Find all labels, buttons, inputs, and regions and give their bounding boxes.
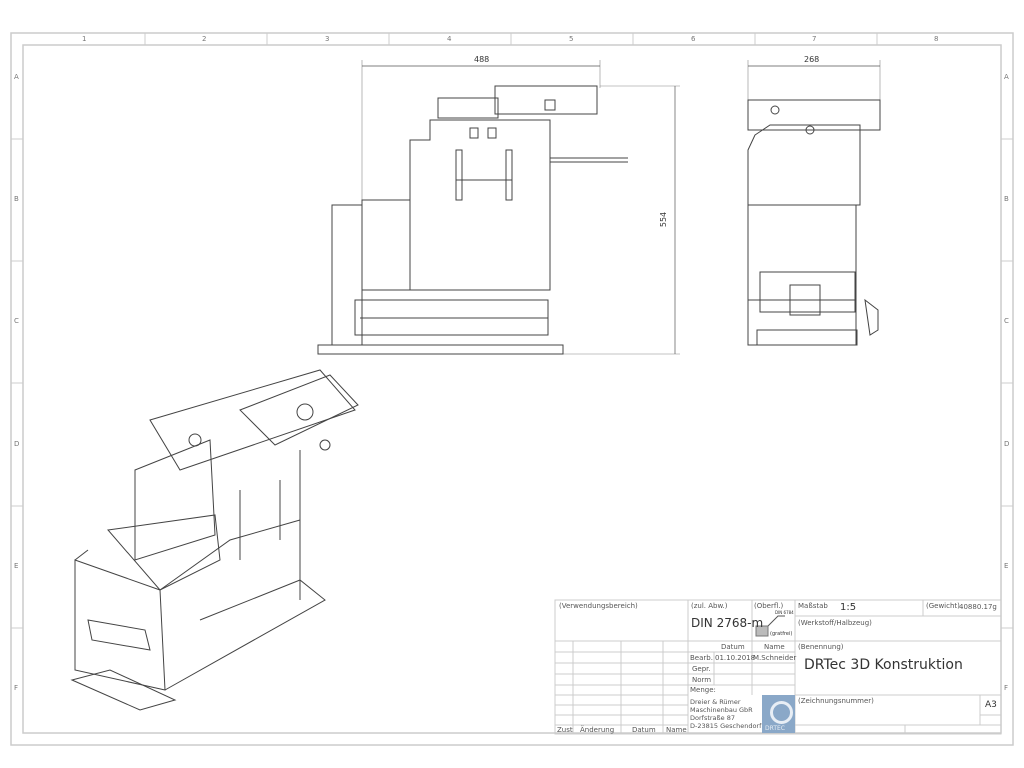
company-address: Dreier & Rümer Maschinenbau GbR Dorfstra…: [690, 698, 761, 730]
column-marker: 3: [325, 35, 330, 43]
company-line: Dreier & Rümer: [690, 698, 741, 706]
date-header: Datum: [721, 643, 745, 651]
tolerance-label: (zul. Abw.): [691, 602, 728, 610]
material-label: (Werkstoff/Halbzeug): [798, 619, 872, 627]
name-header: Name: [764, 643, 785, 651]
benennung-label: (Benennung): [798, 643, 844, 651]
column-marker: 8: [934, 35, 939, 43]
surface-note: (gratfrei): [770, 631, 793, 637]
row-marker: A: [1004, 73, 1009, 81]
company-line: Dorfstraße 87: [690, 714, 735, 722]
column-marker: 6: [691, 35, 696, 43]
weight-label: (Gewicht): [926, 602, 960, 610]
row-marker: D: [14, 440, 20, 448]
row-marker: E: [1004, 562, 1009, 570]
row-marker: B: [14, 195, 19, 203]
column-marker: 5: [569, 35, 574, 43]
gepr-label: Gepr.: [692, 665, 711, 673]
column-marker: 2: [202, 35, 207, 43]
company-line: D-23815 Geschendorf: [690, 722, 762, 730]
dimension-side-width: 268: [804, 55, 820, 64]
row-marker: A: [14, 73, 19, 81]
dimension-front-width: 488: [474, 55, 490, 64]
surface-standard: DIN 6784: [775, 610, 794, 615]
company-logo: DRTEC: [762, 695, 795, 733]
row-marker: E: [14, 562, 19, 570]
column-marker: 1: [82, 35, 87, 43]
paper-format: A3: [985, 700, 997, 710]
weight-value: 40880.17g: [959, 603, 997, 611]
drawing-title: DRTec 3D Konstruktion: [804, 657, 963, 673]
zust-label: Zust: [557, 726, 573, 734]
tolerance-value: DIN 2768-m: [691, 616, 764, 630]
bearb-name: M.Schneider: [753, 654, 797, 662]
surface-label: (Oberfl.): [754, 602, 784, 610]
datum-label: Datum: [632, 726, 656, 734]
scale-value: 1:5: [840, 602, 857, 613]
menge-label: Menge:: [690, 686, 716, 694]
dimension-height: 554: [659, 211, 669, 228]
drawing-number-label: (Zeichnungsnummer): [798, 697, 874, 705]
row-marker: F: [1004, 684, 1009, 692]
column-marker: 4: [447, 35, 452, 43]
row-marker: F: [14, 684, 19, 692]
row-marker: B: [1004, 195, 1009, 203]
verwendungsbereich-label: (Verwendungsbereich): [559, 602, 638, 610]
row-marker: D: [1004, 440, 1010, 448]
norm-label: Norm: [692, 676, 712, 684]
column-marker: 7: [812, 35, 817, 43]
aenderung-label: Änderung: [580, 726, 615, 734]
name-label: Name: [666, 726, 687, 734]
bearb-label: Bearb.: [690, 654, 713, 662]
company-line: Maschinenbau GbR: [690, 706, 753, 714]
bearb-date: 01.10.2018: [715, 654, 756, 662]
row-marker: C: [14, 317, 19, 325]
row-marker: C: [1004, 317, 1009, 325]
scale-label: Maßstab: [798, 602, 828, 610]
